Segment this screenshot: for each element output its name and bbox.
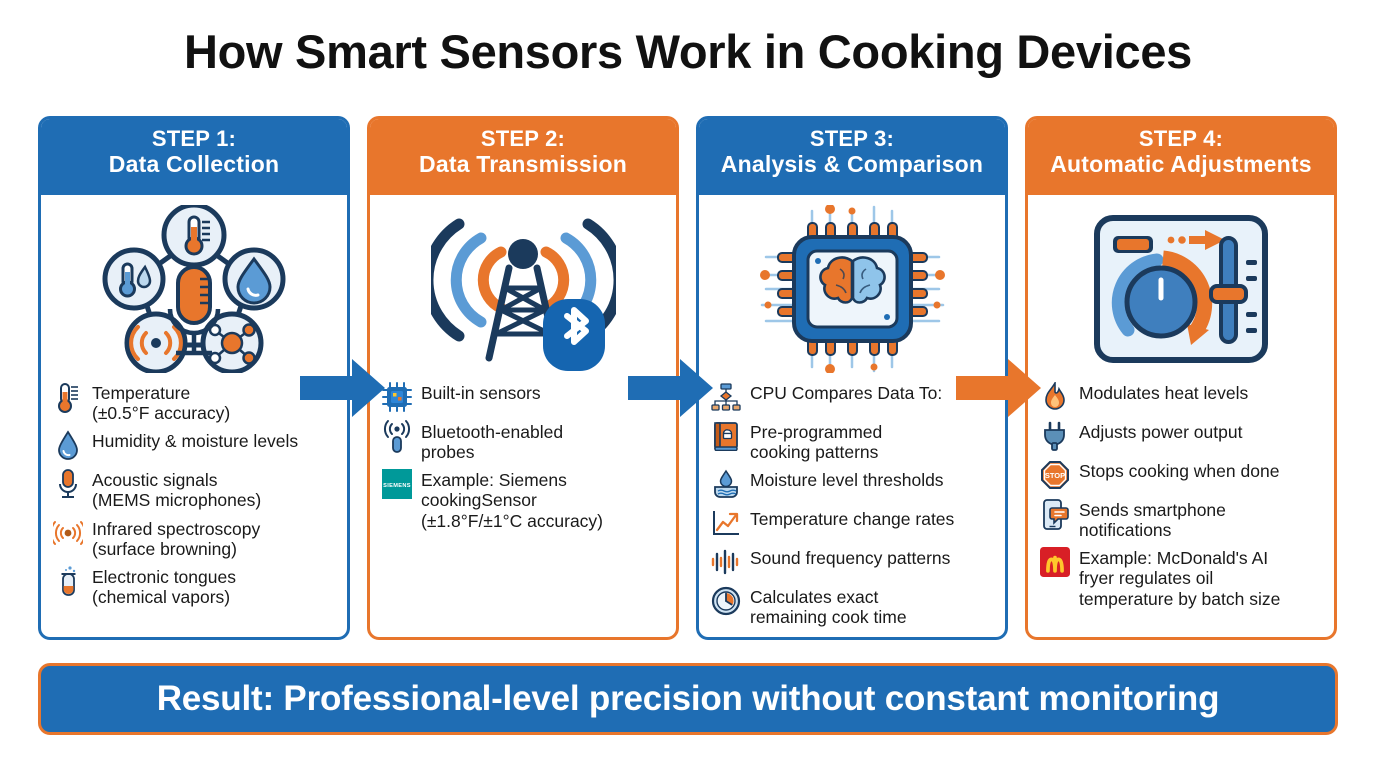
step-label-3: STEP 3: — [809, 126, 895, 151]
step-card-1[interactable]: STEP 1: Data Collection — [38, 116, 350, 640]
stop-sign-icon: STOP — [1040, 458, 1070, 492]
step-4-items: Modulates heat levels Adjusts power outp… — [1028, 376, 1334, 633]
step-title-3: Analysis & Comparison — [720, 151, 984, 178]
step-title-4: Automatic Adjustments — [1050, 151, 1312, 178]
step-body-3: CPU Compares Data To: Pre — [699, 195, 1005, 637]
thermometer-icon — [53, 380, 83, 414]
list-item-label: Bluetooth-enabled probes — [421, 422, 564, 463]
step-body-4: Modulates heat levels Adjusts power outp… — [1028, 195, 1334, 637]
result-text: Result: Professional-level precision wit… — [156, 679, 1220, 718]
waveform-icon — [711, 545, 741, 579]
list-item-label: Moisture level thresholds — [750, 470, 944, 491]
list-item[interactable]: STOP Stops cooking when done — [1040, 458, 1326, 492]
list-item-label: Sound frequency patterns — [750, 548, 951, 569]
list-item[interactable]: Electronic tongues (chemical vapors) — [53, 564, 339, 607]
step-2-items: Built-in sensors — [370, 376, 676, 633]
step-3-items: CPU Compares Data To: Pre — [699, 376, 1005, 633]
list-item-label: Example: Siemens cookingSensor (±1.8°F/±… — [421, 470, 603, 531]
list-item-label: Example: McDonald's AI fryer regulates o… — [1079, 548, 1281, 609]
step-card-2[interactable]: STEP 2: Data Transmission — [367, 116, 679, 640]
step-label-4: STEP 4: — [1138, 126, 1224, 151]
list-item[interactable]: Acoustic signals (MEMS microphones) — [53, 467, 339, 510]
step-header-1: STEP 1: Data Collection — [41, 119, 347, 195]
step-body-2: Built-in sensors — [370, 195, 676, 637]
list-item[interactable]: Example: McDonald's AI fryer regulates o… — [1040, 545, 1326, 609]
power-plug-icon — [1040, 419, 1070, 453]
clock-icon — [711, 584, 741, 618]
mcdonalds-logo-icon — [1040, 545, 1070, 579]
list-item[interactable]: Sends smartphone notifications — [1040, 497, 1326, 540]
arrow-step3-to-step4 — [956, 357, 1042, 419]
list-item-label: Infrared spectroscopy (surface browning) — [92, 518, 261, 559]
list-item[interactable]: Built-in sensors — [382, 380, 668, 414]
list-item-label: Calculates exact remaining cook time — [750, 587, 907, 628]
list-item[interactable]: Infrared spectroscopy (surface browning) — [53, 516, 339, 559]
list-item[interactable]: Temperature change rates — [711, 506, 997, 540]
sensor-network-illustration — [41, 201, 347, 376]
list-item[interactable]: Moisture level thresholds — [711, 467, 997, 501]
list-item[interactable]: Humidity & moisture levels — [53, 428, 339, 462]
control-panel-knob-illustration — [1028, 201, 1334, 376]
step-header-4: STEP 4: Automatic Adjustments — [1028, 119, 1334, 195]
list-item-label: Electronic tongues (chemical vapors) — [92, 566, 236, 607]
ai-chip-brain-illustration — [699, 201, 1005, 376]
page-title: How Smart Sensors Work in Cooking Device… — [183, 25, 1193, 78]
list-item[interactable]: Pre-programmed cooking patterns — [711, 419, 997, 462]
list-item-label: Pre-programmed cooking patterns — [750, 422, 883, 463]
water-drop-icon — [53, 428, 83, 462]
microphone-icon — [53, 467, 83, 501]
list-item-label: Humidity & moisture levels — [92, 431, 299, 452]
moisture-pan-icon — [711, 467, 741, 501]
list-item-label: Temperature (±0.5°F accuracy) — [92, 383, 231, 424]
trend-chart-icon — [711, 506, 741, 540]
list-item-label: Built-in sensors — [421, 383, 541, 403]
microchip-icon — [382, 380, 412, 414]
list-item[interactable]: CPU Compares Data To: — [711, 380, 997, 414]
list-item[interactable]: Sound frequency patterns — [711, 545, 997, 579]
arrow-step1-to-step2 — [300, 357, 386, 419]
list-item-label: CPU Compares Data To: — [750, 383, 943, 403]
step-label-2: STEP 2: — [480, 126, 566, 151]
list-item-label: Sends smartphone notifications — [1079, 500, 1226, 541]
steps-row: STEP 1: Data Collection — [38, 116, 1338, 640]
step-card-3[interactable]: STEP 3: Analysis & Comparison — [696, 116, 1008, 640]
list-item[interactable]: Temperature (±0.5°F accuracy) — [53, 380, 339, 423]
step-card-4[interactable]: STEP 4: Automatic Adjustments — [1025, 116, 1337, 640]
step-label-1: STEP 1: — [151, 126, 237, 151]
list-item-label: Temperature change rates — [750, 509, 955, 530]
test-tube-icon — [53, 564, 83, 598]
result-banner: Result: Professional-level precision wit… — [38, 663, 1338, 735]
step-header-3: STEP 3: Analysis & Comparison — [699, 119, 1005, 195]
list-item[interactable]: Calculates exact remaining cook time — [711, 584, 997, 627]
network-tree-icon — [711, 380, 741, 414]
list-item-label: Modulates heat levels — [1079, 383, 1249, 403]
cookbook-icon — [711, 419, 741, 453]
step-title-1: Data Collection — [108, 151, 280, 178]
step-header-2: STEP 2: Data Transmission — [370, 119, 676, 195]
siemens-logo-icon: SIEMENS — [382, 467, 412, 501]
smartphone-notification-icon — [1040, 497, 1070, 531]
list-item[interactable]: SIEMENS Example: Siemens cookingSensor (… — [382, 467, 668, 531]
infrared-waves-icon — [53, 516, 83, 550]
radio-tower-bluetooth-illustration — [370, 201, 676, 376]
list-item[interactable]: Bluetooth-enabled probes — [382, 419, 668, 462]
list-item[interactable]: Adjusts power output — [1040, 419, 1326, 453]
arrow-step2-to-step3 — [628, 357, 714, 419]
step-1-items: Temperature (±0.5°F accuracy) Humidity &… — [41, 376, 347, 633]
step-body-1: Temperature (±0.5°F accuracy) Humidity &… — [41, 195, 347, 637]
svg-text:STOP: STOP — [1045, 471, 1065, 480]
list-item[interactable]: Modulates heat levels — [1040, 380, 1326, 414]
svg-text:SIEMENS: SIEMENS — [383, 483, 411, 489]
flame-icon — [1040, 380, 1070, 414]
list-item-label: Adjusts power output — [1079, 422, 1243, 442]
list-item-label: Acoustic signals (MEMS microphones) — [92, 470, 262, 511]
bluetooth-probe-icon — [382, 419, 412, 453]
list-item-label: Stops cooking when done — [1079, 461, 1280, 481]
step-title-2: Data Transmission — [419, 151, 627, 178]
